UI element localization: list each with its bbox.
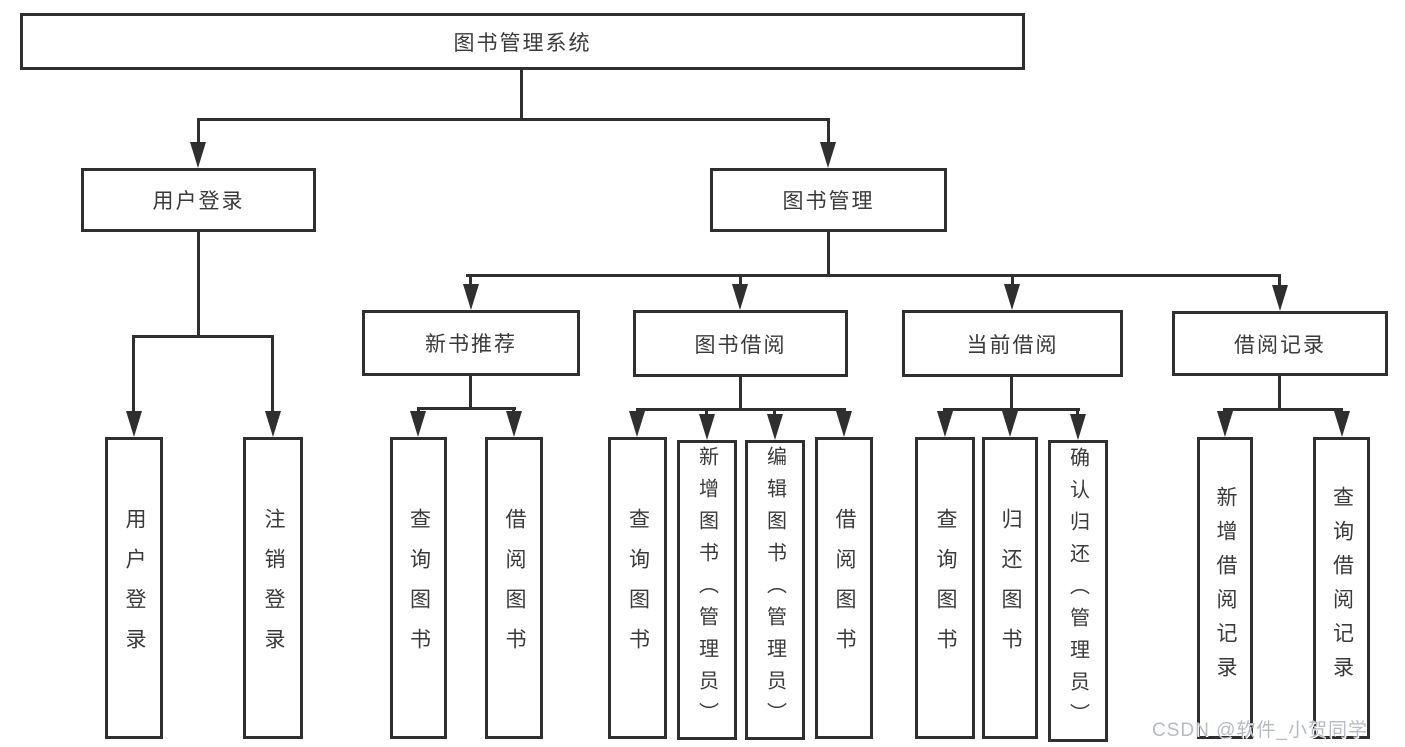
connector-line — [1010, 377, 1013, 410]
arrow-down-icon — [629, 411, 645, 437]
node-new-book-recommend: 新书推荐 — [362, 310, 580, 376]
arrow-down-icon — [732, 284, 748, 310]
arrow-down-icon — [126, 411, 142, 437]
arrow-down-icon — [820, 142, 836, 168]
arrow-down-icon — [1217, 411, 1233, 437]
connector-line — [271, 335, 274, 411]
arrow-down-icon — [463, 284, 479, 310]
leaf-add-borrow-record: 新增借阅记录 — [1197, 437, 1253, 739]
connector-line — [197, 118, 830, 121]
node-borrow-records: 借阅记录 — [1172, 311, 1388, 376]
connector-line — [132, 335, 274, 338]
leaf-user-login: 用户登录 — [105, 437, 163, 739]
connector-line — [469, 376, 472, 409]
arrow-down-icon — [410, 411, 426, 437]
connector-line — [705, 408, 708, 416]
arrow-down-icon — [1334, 411, 1350, 437]
arrow-down-icon — [937, 411, 953, 437]
leaf-query-books-recommend: 查询图书 — [390, 437, 447, 739]
arrow-down-icon — [190, 142, 206, 168]
connector-line — [636, 408, 639, 413]
leaf-confirm-return-admin: 确认归还（管理员） — [1048, 440, 1108, 742]
node-book-borrow: 图书借阅 — [633, 310, 848, 377]
node-current-borrow: 当前借阅 — [902, 310, 1123, 377]
connector-line — [1008, 408, 1011, 413]
connector-line — [1223, 408, 1343, 411]
arrow-down-icon — [836, 411, 852, 437]
connector-line — [636, 408, 846, 411]
leaf-logout: 注销登录 — [243, 437, 303, 739]
connector-line — [520, 70, 523, 118]
arrow-down-icon — [1272, 285, 1288, 311]
leaf-return-book: 归还图书 — [982, 437, 1038, 739]
arrow-down-icon — [1002, 411, 1018, 437]
connector-line — [842, 408, 845, 413]
connector-line — [512, 407, 515, 413]
leaf-query-borrow-record: 查询借阅记录 — [1313, 437, 1370, 739]
connector-line — [827, 118, 830, 142]
node-root: 图书管理系统 — [20, 13, 1025, 70]
arrow-down-icon — [767, 414, 783, 440]
leaf-edit-book-admin: 编辑图书（管理员） — [745, 440, 805, 740]
node-book-management: 图书管理 — [710, 168, 947, 232]
arrow-down-icon — [265, 411, 281, 437]
leaf-borrow-books-recommend: 借阅图书 — [485, 437, 543, 739]
connector-line — [1011, 274, 1014, 286]
connector-line — [827, 232, 830, 274]
arrow-down-icon — [1004, 284, 1020, 310]
watermark: CSDN @软件_小贺同学 — [1152, 720, 1368, 741]
connector-line — [1278, 376, 1281, 410]
connector-line — [417, 407, 420, 413]
leaf-query-books-borrow: 查询图书 — [608, 437, 667, 739]
connector-line — [132, 335, 135, 411]
connector-line — [417, 407, 516, 410]
connector-line — [739, 377, 742, 410]
leaf-add-book-admin: 新增图书（管理员） — [677, 440, 737, 740]
node-user-login: 用户登录 — [81, 168, 316, 232]
connector-line — [1223, 408, 1226, 413]
connector-line — [469, 274, 472, 286]
arrow-down-icon — [1070, 414, 1086, 440]
connector-line — [1278, 274, 1281, 287]
connector-line — [1340, 408, 1343, 413]
connector-line — [466, 274, 1281, 277]
connector-line — [197, 118, 200, 142]
connector-line — [943, 408, 946, 413]
leaf-query-books-current: 查询图书 — [915, 437, 975, 739]
connector-line — [943, 408, 1080, 411]
leaf-borrow-books-borrow: 借阅图书 — [815, 437, 873, 739]
connector-line — [773, 408, 776, 416]
connector-line — [739, 274, 742, 286]
arrow-down-icon — [699, 414, 715, 440]
arrow-down-icon — [506, 411, 522, 437]
connector-line — [197, 232, 200, 335]
connector-line — [1076, 408, 1079, 416]
